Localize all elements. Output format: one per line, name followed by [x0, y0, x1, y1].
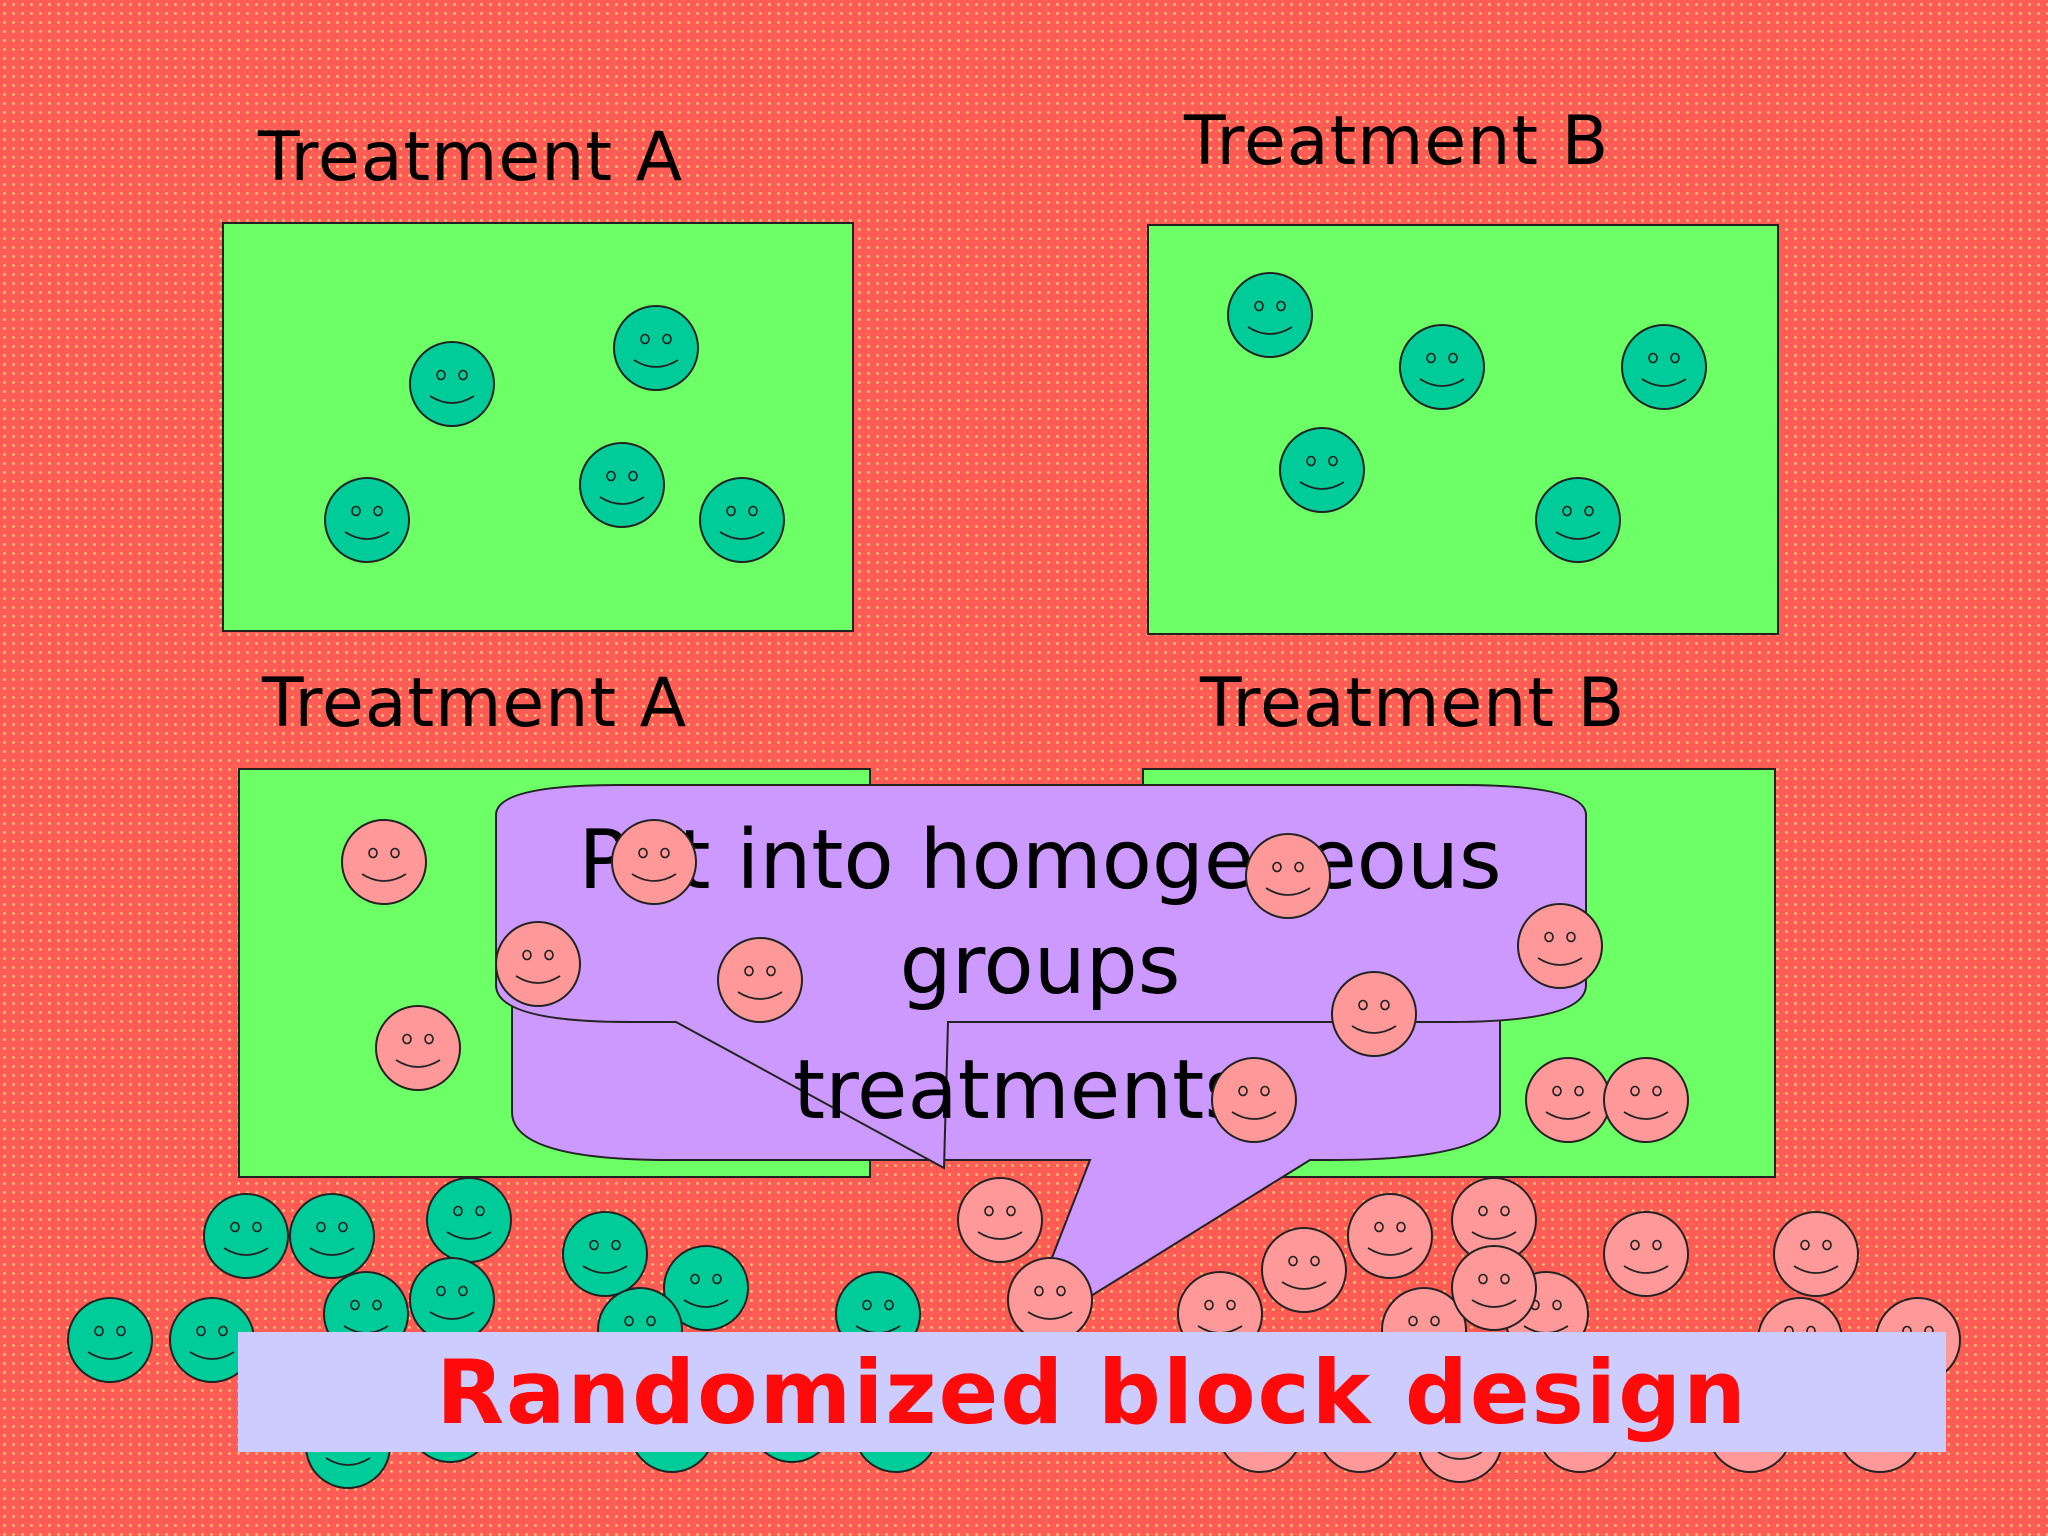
smiley-face-icon [1525, 1057, 1611, 1143]
smiley-face-icon [1331, 971, 1417, 1057]
smiley-face-icon [1535, 477, 1621, 563]
smiley-face-icon [1773, 1211, 1859, 1297]
smiley-face-icon [426, 1177, 512, 1263]
smiley-face-icon [562, 1211, 648, 1297]
smiley-face-icon [579, 442, 665, 528]
smiley-face-icon [1261, 1227, 1347, 1313]
smiley-face-icon [1603, 1211, 1689, 1297]
smiley-face-icon [1211, 1057, 1297, 1143]
smiley-face-icon [409, 1257, 495, 1343]
smiley-face-icon [341, 819, 427, 905]
banner-text: Randomized block design [436, 1340, 1748, 1444]
smiley-face-icon [1517, 903, 1603, 989]
smiley-face-icon [409, 341, 495, 427]
smiley-face-icon [613, 305, 699, 391]
title-treatment-b-top: Treatment B [1184, 102, 1610, 181]
callout-line-1: Put into homogeneous [578, 813, 1502, 908]
smiley-face-icon [203, 1193, 289, 1279]
smiley-face-icon [1451, 1245, 1537, 1331]
title-treatment-a-top: Treatment A [258, 118, 684, 197]
callout-back-text: treatments [792, 1043, 1248, 1138]
smiley-face-icon [495, 921, 581, 1007]
smiley-face-icon [663, 1245, 749, 1331]
title-treatment-a-bottom: Treatment A [262, 664, 688, 743]
title-banner: Randomized block design [238, 1332, 1946, 1452]
smiley-face-icon [375, 1005, 461, 1091]
smiley-face-icon [1227, 272, 1313, 358]
smiley-face-icon [1399, 324, 1485, 410]
smiley-face-icon [1603, 1057, 1689, 1143]
smiley-face-icon [1245, 833, 1331, 919]
smiley-face-icon [169, 1297, 255, 1383]
smiley-face-icon [1007, 1257, 1093, 1343]
smiley-face-icon [289, 1193, 375, 1279]
callout-line-2: groups [899, 918, 1181, 1013]
smiley-face-icon [1451, 1177, 1537, 1263]
smiley-face-icon [699, 477, 785, 563]
smiley-face-icon [1621, 324, 1707, 410]
smiley-face-icon [67, 1297, 153, 1383]
smiley-face-icon [1279, 427, 1365, 513]
smiley-face-icon [1347, 1193, 1433, 1279]
smiley-face-icon [611, 819, 697, 905]
plot-box-top-left [222, 222, 854, 632]
smiley-face-icon [717, 937, 803, 1023]
smiley-face-icon [324, 477, 410, 563]
smiley-face-icon [957, 1177, 1043, 1263]
title-treatment-b-bottom: Treatment B [1200, 664, 1626, 743]
